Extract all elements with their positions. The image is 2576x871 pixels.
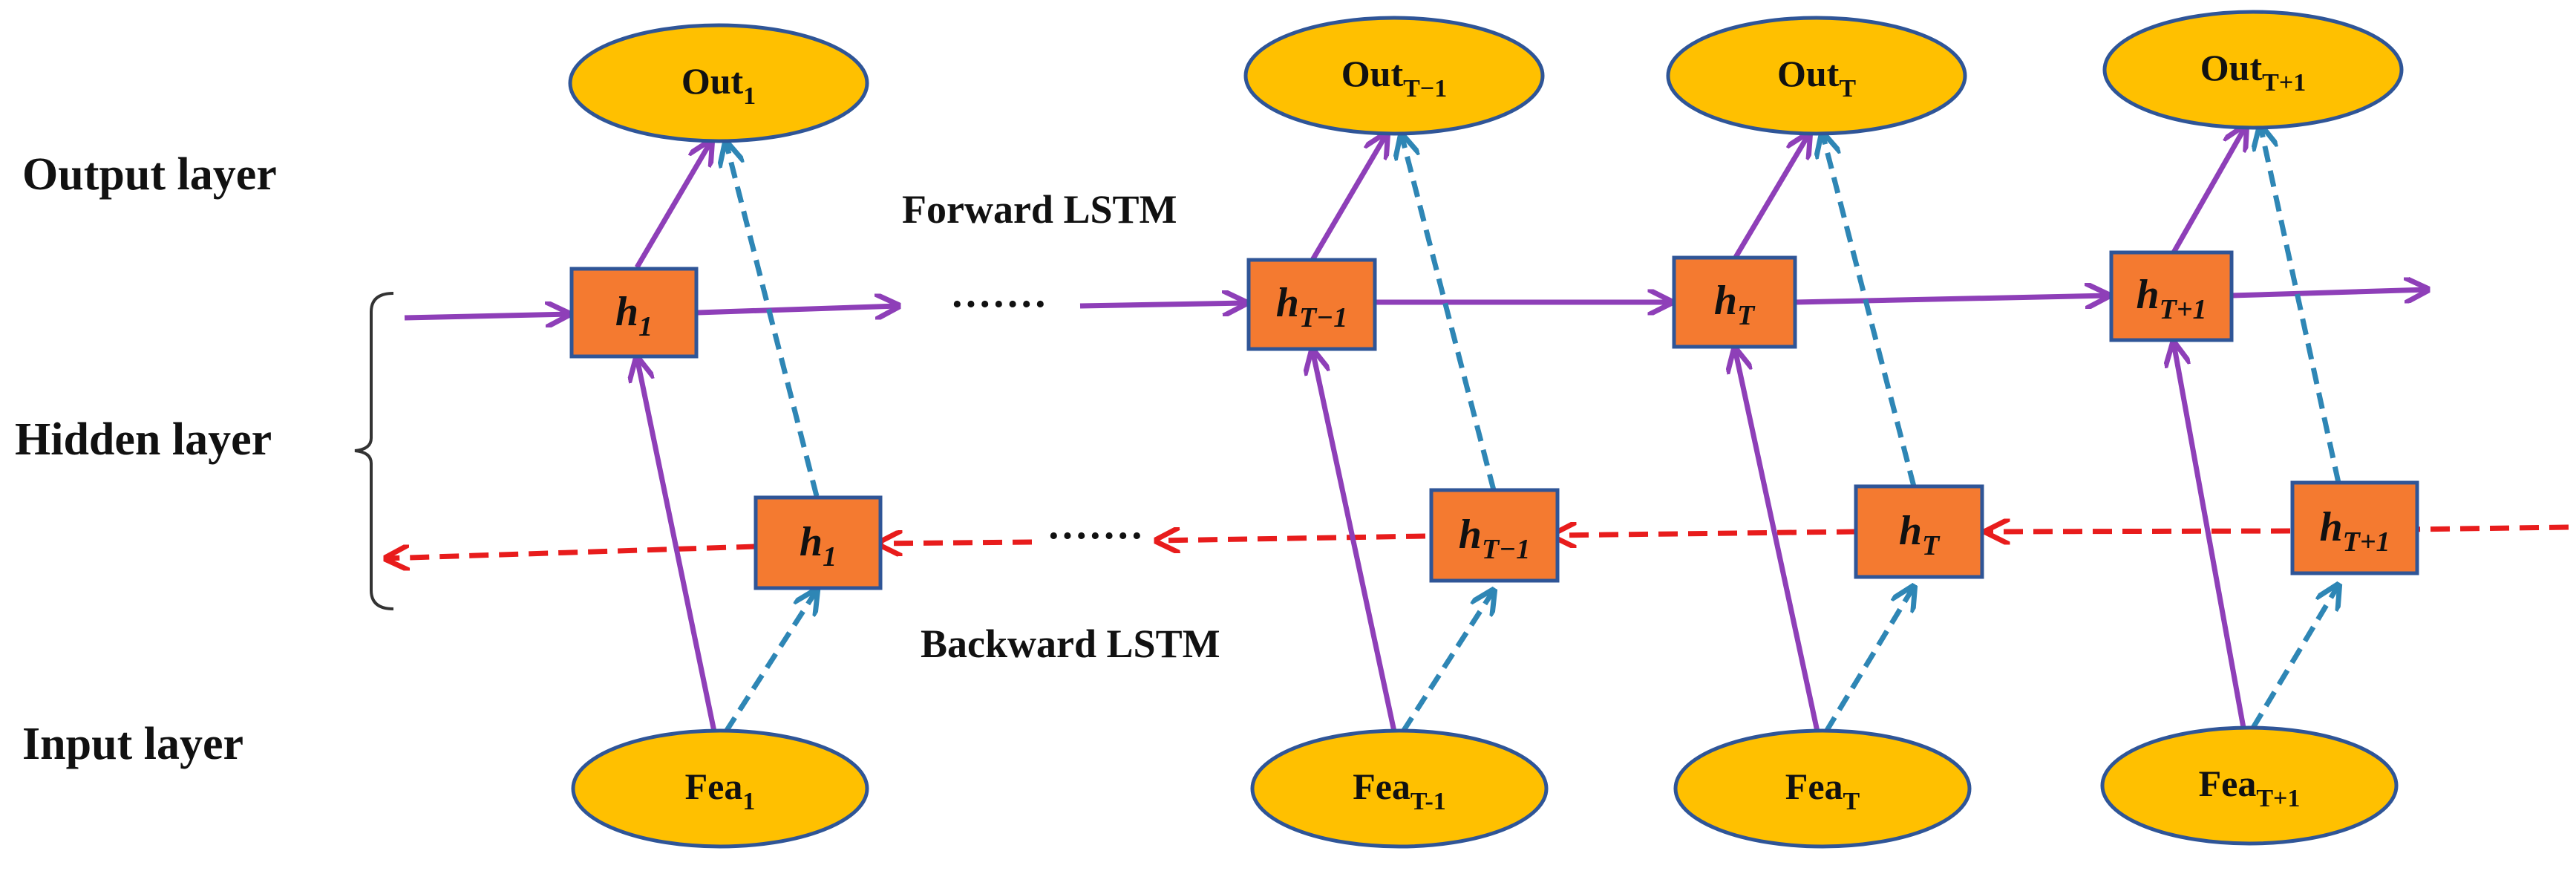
input-node: FeaT+1 [2100, 725, 2399, 846]
forward-arrow [404, 314, 569, 318]
backward-output-arrow [2260, 126, 2341, 483]
svg-text:hT−1: hT−1 [1276, 280, 1347, 333]
svg-text:hT−1: hT−1 [1459, 512, 1530, 565]
hidden-layer-label: Hidden layer [15, 414, 272, 465]
svg-text:OutT+1: OutT+1 [2200, 47, 2306, 97]
forward-hidden-state: h1 [569, 267, 699, 359]
forward-output-arrow [1310, 134, 1387, 261]
forward-arrow [1079, 303, 1246, 306]
svg-text:FeaT-1: FeaT-1 [1353, 766, 1446, 815]
forward-to-output-links [634, 126, 2246, 269]
input-forward-arrow [1312, 350, 1397, 732]
svg-text:FeaT: FeaT [1785, 766, 1860, 815]
input-to-backward-links [724, 585, 2338, 733]
backward-arrow [1553, 532, 1857, 535]
forward-ellipsis: ······· [950, 281, 1047, 327]
backward-hidden-state: hT [1854, 484, 1984, 579]
input-forward-arrow [637, 358, 717, 732]
input-backward-arrow [1401, 590, 1494, 733]
backward-chain [386, 527, 2569, 558]
svg-text:Out1: Out1 [681, 60, 756, 110]
backward-arrow [386, 544, 756, 558]
input-backward-arrow [724, 590, 817, 733]
svg-text:Fea1: Fea1 [685, 766, 756, 815]
backward-ellipsis: ······· [1047, 513, 1144, 559]
backward-output-arrow [726, 143, 820, 497]
output-node: OutT [1666, 16, 1967, 136]
svg-text:hT: hT [1714, 278, 1756, 331]
backward-arrow [2357, 527, 2569, 530]
input-forward-arrow [2174, 343, 2246, 728]
forward-hidden-state: hT−1 [1246, 258, 1377, 351]
svg-text:OutT−1: OutT−1 [1341, 53, 1447, 102]
input-node: FeaT-1 [1250, 728, 1549, 849]
input-forward-arrow [1735, 349, 1820, 732]
input-backward-arrow [1824, 587, 1914, 733]
hidden-layer-brace [354, 292, 394, 610]
output-layer-label: Output layer [22, 149, 277, 200]
backward-hidden-state: h1 [753, 495, 883, 590]
input-backward-arrow [2250, 585, 2338, 729]
svg-text:h1: h1 [800, 519, 837, 572]
svg-text:hT+1: hT+1 [2136, 272, 2206, 325]
backward-to-output-links [726, 126, 2341, 497]
forward-output-arrow [634, 141, 711, 269]
forward-arrow [2231, 290, 2428, 296]
backward-hidden-state: hT−1 [1429, 488, 1560, 583]
svg-text:FeaT+1: FeaT+1 [2199, 763, 2301, 812]
forward-chain [404, 290, 2428, 318]
backward-arrow [1157, 536, 1426, 541]
forward-hidden-state: hT+1 [2109, 250, 2234, 342]
forward-hidden-state: hT [1672, 255, 1797, 349]
backward-hidden-state: hT+1 [2290, 480, 2419, 575]
input-to-forward-links [637, 343, 2246, 732]
svg-text:hT: hT [1899, 508, 1941, 561]
output-node: OutT+1 [2102, 10, 2404, 130]
backward-arrow [1987, 531, 2291, 532]
svg-text:hT+1: hT+1 [2319, 504, 2390, 558]
input-node: FeaT [1673, 728, 1972, 849]
svg-text:h1: h1 [615, 289, 653, 342]
output-node: OutT−1 [1243, 16, 1545, 136]
backward-output-arrow [1402, 135, 1497, 491]
input-node: Fea1 [571, 728, 869, 849]
output-node: Out1 [568, 23, 869, 143]
forward-arrow [697, 306, 898, 313]
backward-arrow [879, 542, 1033, 544]
forward-lstm-label: Forward LSTM [902, 187, 1177, 232]
forward-arrow [1794, 296, 2108, 302]
backward-output-arrow [1823, 134, 1917, 487]
svg-text:OutT: OutT [1777, 53, 1856, 102]
backward-lstm-label: Backward LSTM [921, 622, 1220, 666]
input-layer-label: Input layer [22, 719, 243, 769]
forward-output-arrow [1732, 134, 1809, 260]
forward-output-arrow [2171, 126, 2246, 254]
